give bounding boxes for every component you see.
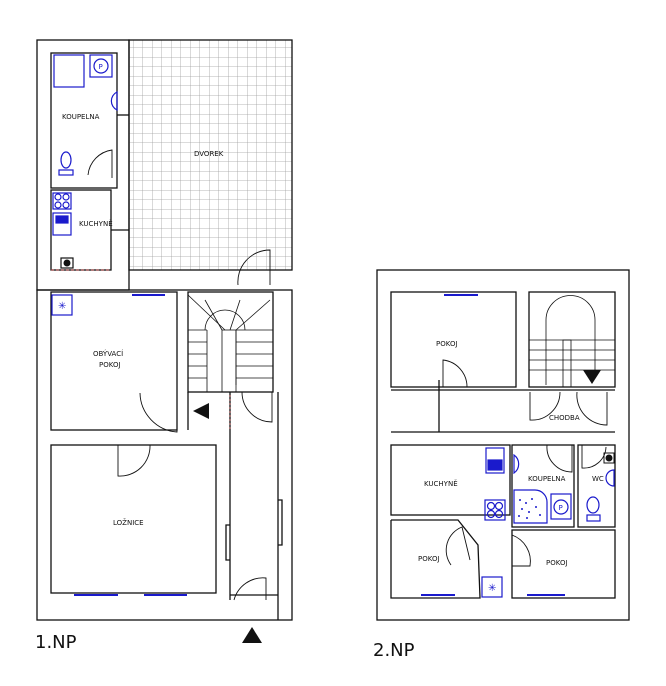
sink-icon	[110, 91, 118, 111]
staircase-1np	[187, 294, 273, 393]
room-bottom-left	[390, 519, 481, 599]
door-bathroom-2np	[546, 444, 573, 473]
svg-text:✳: ✳	[58, 301, 66, 312]
sheet-label-1np: 1.NP	[35, 632, 77, 653]
sink-icon-2np	[513, 453, 520, 475]
washing-machine-icon	[89, 54, 113, 78]
door-bathroom	[87, 149, 113, 178]
label-wc: WC	[592, 475, 604, 483]
fixture-dots	[518, 498, 541, 519]
door-living	[139, 392, 178, 433]
kitchen-sink-icon-2np	[485, 447, 505, 474]
bathroom-inner	[50, 52, 118, 189]
door-hall-right	[576, 391, 608, 426]
door-stair	[241, 391, 273, 423]
kitchen-sink-icon	[52, 212, 72, 236]
label-bathroom-2np: KOUPELNA	[528, 475, 566, 483]
room-bottom-right	[511, 529, 616, 599]
door-room-bottom-right	[511, 534, 531, 567]
floor-1-lower-outer	[36, 289, 293, 621]
kitchen-inner	[50, 189, 112, 271]
floor-1-fixtures: P ✳	[51, 54, 187, 596]
boiler-icon-2np	[603, 452, 615, 464]
svg-text:P: P	[99, 63, 103, 71]
label-room-bottom-left: POKOJ	[418, 555, 440, 563]
label-kitchen-1np: KUCHYNĚ	[79, 219, 113, 228]
toilet-icon-2np	[586, 496, 600, 514]
boiler-icon	[60, 257, 74, 269]
kitchen-2np	[390, 444, 511, 516]
label-courtyard: DVOREK	[194, 150, 224, 158]
door-courtyard	[237, 249, 271, 286]
label-room-top: POKOJ	[436, 340, 458, 348]
sheet-label-2np: 2.NP	[373, 640, 415, 661]
floor-2-plan	[376, 269, 630, 621]
staircase-2np	[529, 295, 615, 388]
door-bedroom	[117, 444, 151, 477]
heater-icon-2np	[481, 576, 503, 598]
courtyard-grid	[128, 39, 293, 271]
bathroom-2np	[511, 444, 575, 528]
label-kitchen-2np: KUCHYNĚ	[424, 479, 458, 488]
door-room-top	[442, 359, 468, 388]
label-room-bottom-right: POKOJ	[546, 559, 568, 567]
label-hallway: CHODBA	[549, 414, 580, 422]
svg-text:✳: ✳	[488, 583, 496, 594]
door-wc	[581, 445, 607, 469]
svg-text:P: P	[559, 504, 563, 512]
floor-2-outer	[376, 269, 630, 621]
door-hall-left	[529, 391, 561, 421]
living-room-inner	[50, 291, 178, 431]
heater-icon	[51, 294, 73, 316]
floor-1-plan	[36, 39, 293, 621]
washing-machine-icon-2np	[550, 493, 572, 520]
stove-icon-2np	[484, 499, 506, 521]
stove-icon	[52, 192, 72, 210]
entry-arrow-icon	[193, 403, 209, 419]
main-entrance-arrow-icon	[242, 627, 262, 643]
shower-tray-icon	[53, 54, 85, 88]
sink-icon-wc	[605, 469, 615, 487]
label-bathroom-1np: KOUPELNA	[62, 113, 100, 121]
room-top	[390, 291, 517, 388]
bedroom-inner	[50, 444, 217, 594]
label-bedroom: LOŽNICE	[113, 518, 144, 527]
toilet-icon	[60, 151, 72, 169]
shower-icon-2np	[513, 489, 548, 524]
stair-down-arrow-icon	[583, 370, 601, 384]
floor-2-fixtures: P ✳	[421, 294, 615, 598]
label-living-1: OBÝVACÍ	[93, 349, 123, 358]
door-room-bottom-left	[445, 526, 471, 566]
door-entrance	[233, 577, 267, 601]
wc	[577, 444, 616, 528]
label-living-2: POKOJ	[99, 361, 121, 369]
